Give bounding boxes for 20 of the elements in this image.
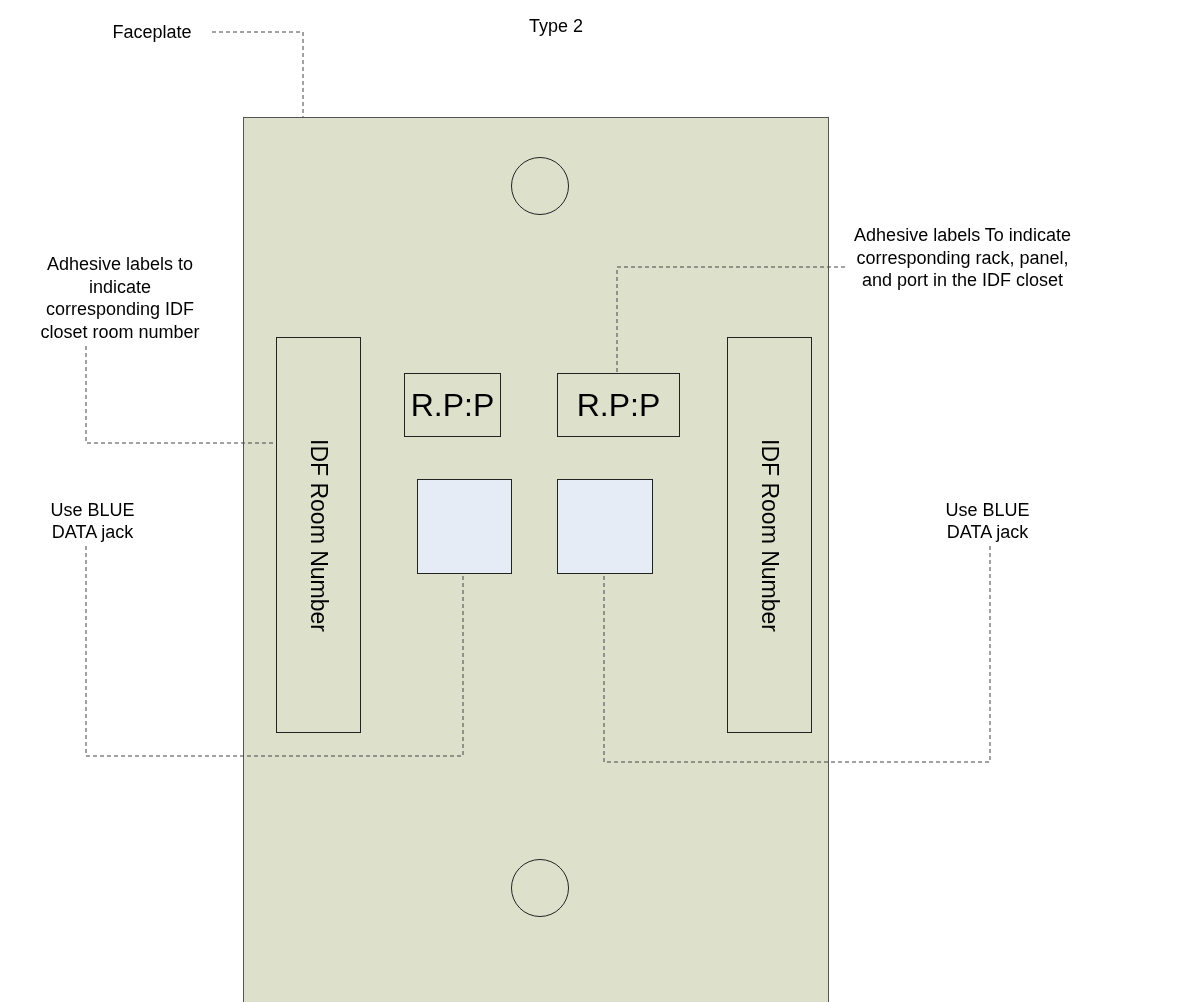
leader-line	[211, 31, 304, 118]
callout-text: Use BLUE DATA jack	[30, 496, 155, 546]
callout-text: Faceplate	[92, 20, 212, 44]
leader-line	[603, 545, 991, 763]
faceplate	[243, 117, 829, 1002]
data-jack	[417, 479, 512, 574]
label-strip	[727, 337, 812, 733]
callout-text: Adhesive labels to indicate corresponding IDF closet room number	[30, 250, 210, 346]
leader-line	[85, 345, 276, 444]
port-label: R.P:P	[404, 373, 501, 437]
leader-line	[85, 545, 464, 757]
room-number-label: IDF Room Number	[305, 438, 332, 632]
label-strip	[276, 337, 361, 733]
callout-text: Adhesive labels To indicate corresponding rack, panel, and port in the IDF closet	[845, 210, 1080, 306]
callout-text: Use BLUE DATA jack	[925, 496, 1050, 546]
leader-line	[616, 266, 846, 373]
room-number-label: IDF Room Number	[756, 438, 783, 632]
port-label: R.P:P	[557, 373, 680, 437]
diagram-title: Type 2	[527, 16, 584, 37]
data-jack	[557, 479, 653, 574]
